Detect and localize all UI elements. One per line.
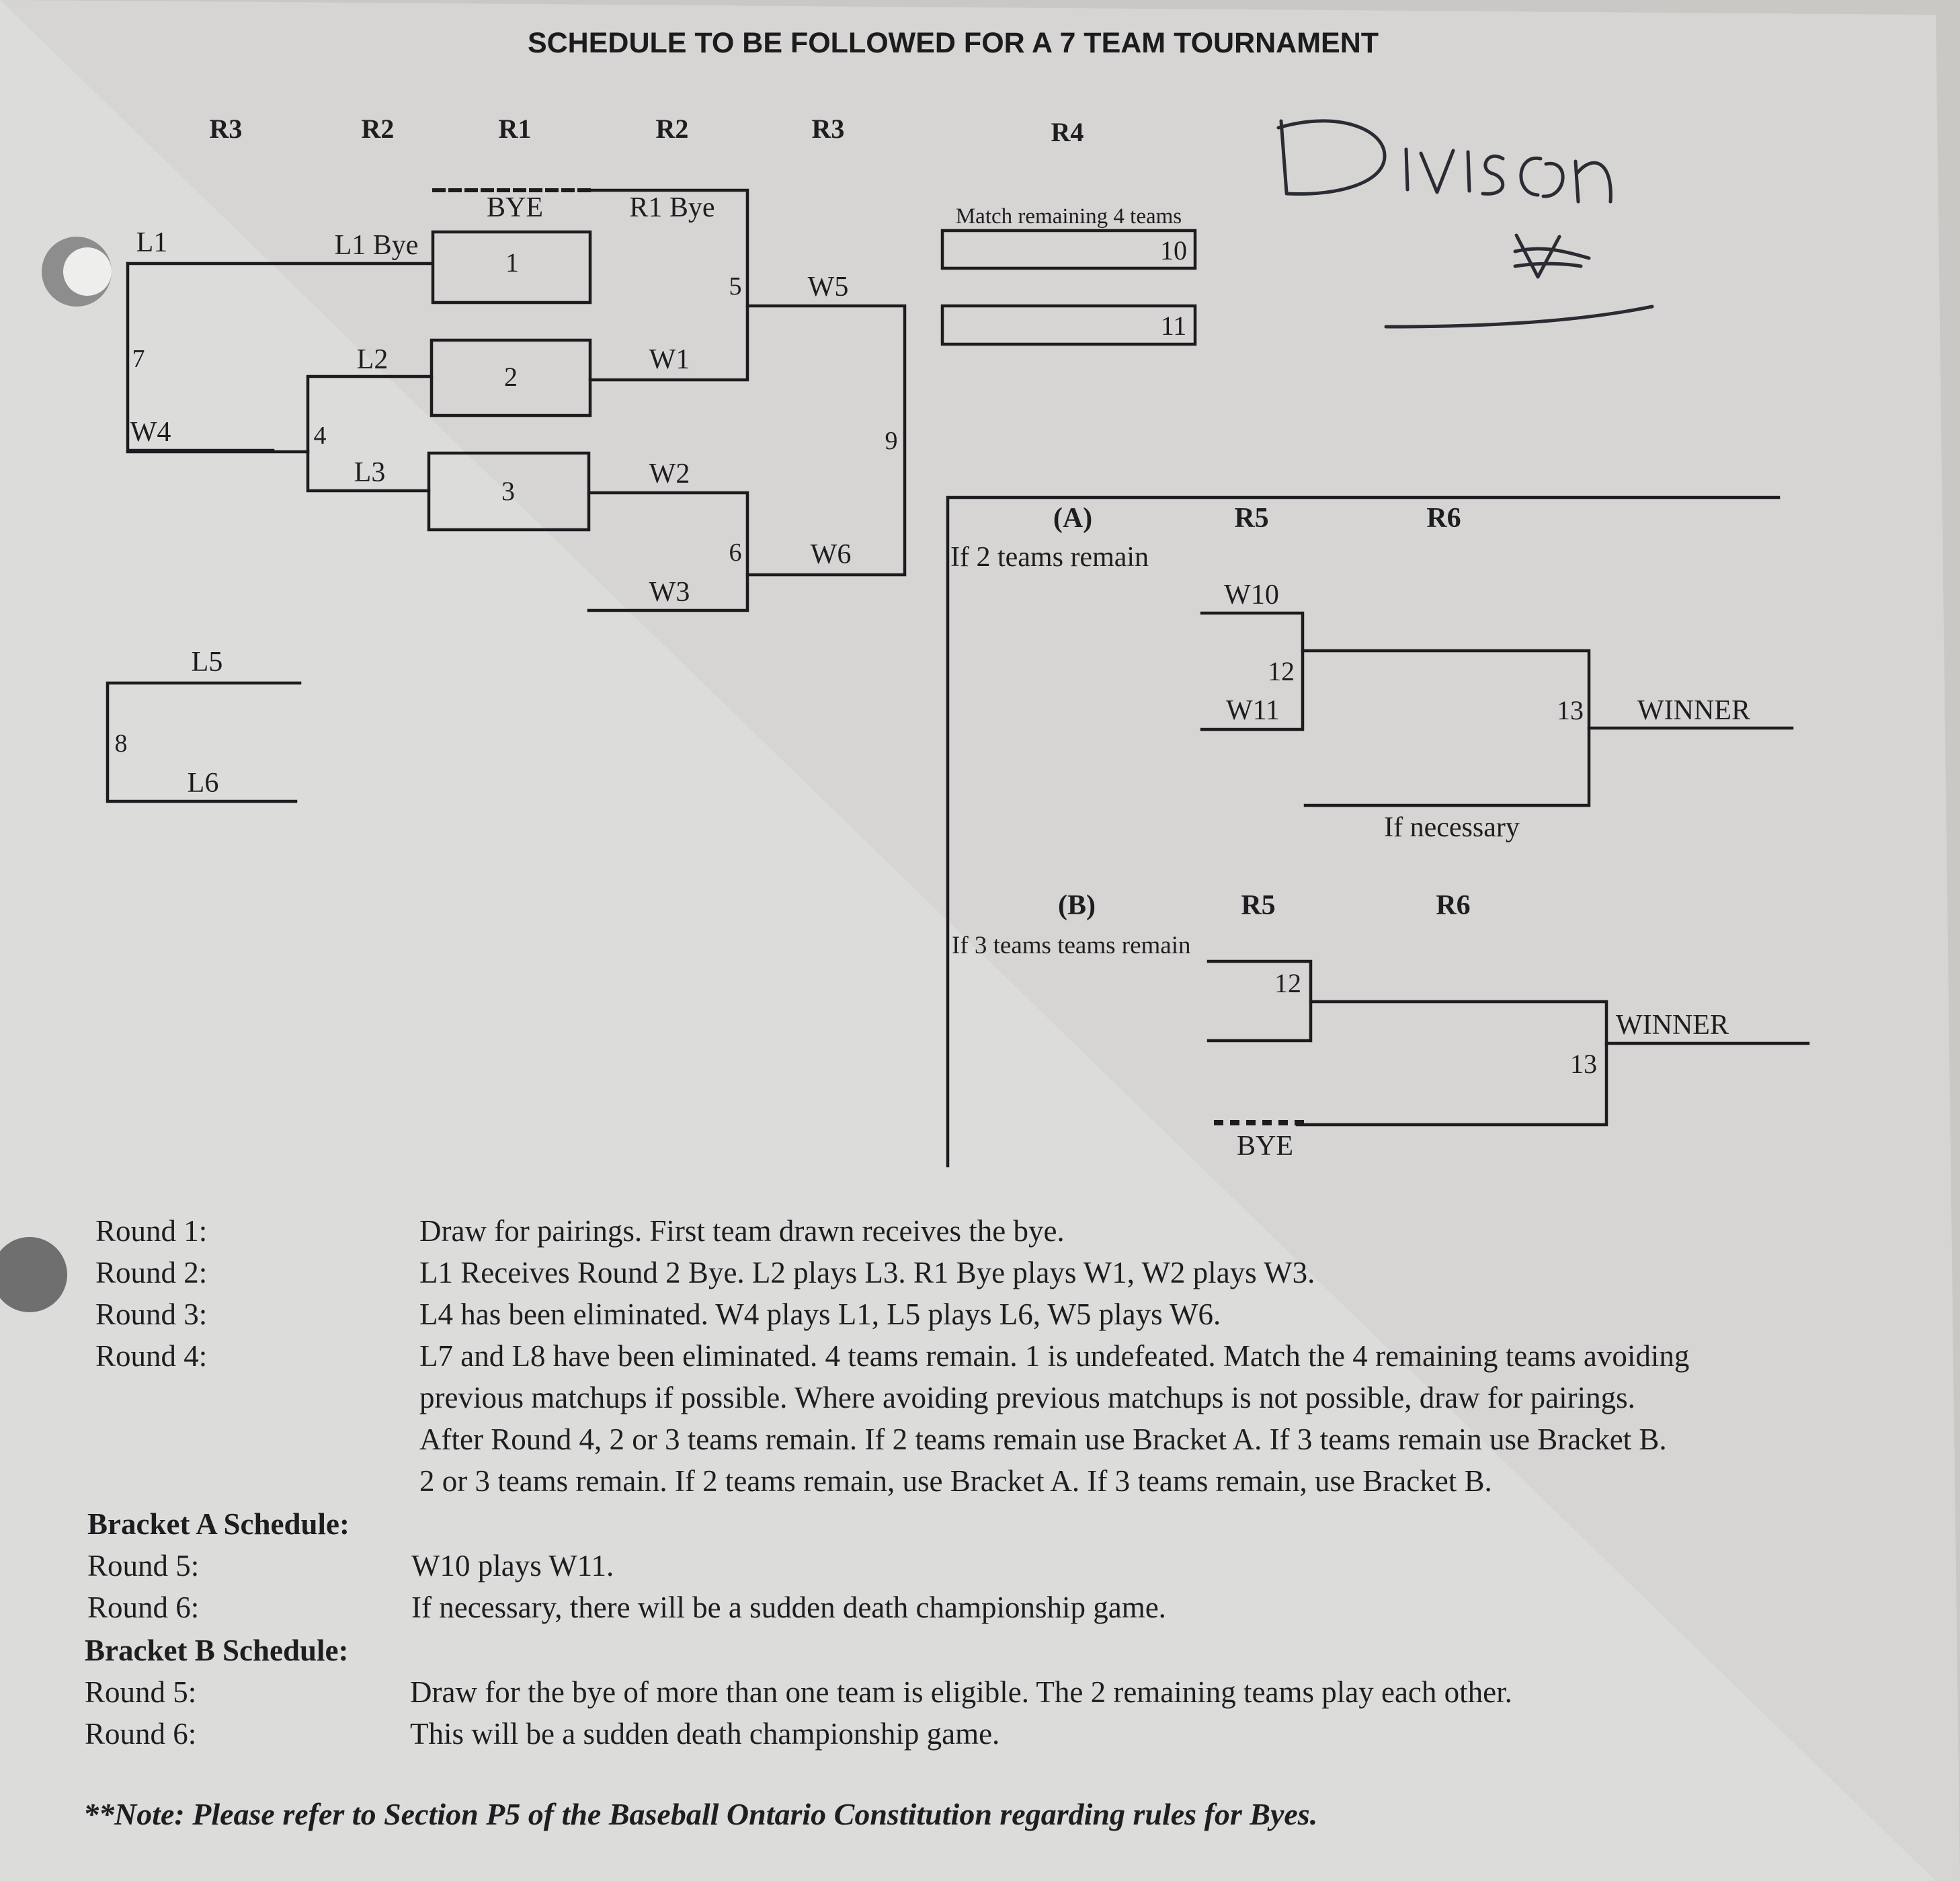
bracket-a-winner: WINNER [1637, 695, 1750, 726]
bracket-b-round-6: Round 6: This will be a sudden death cha… [85, 1713, 1832, 1755]
round-label: Round 4: [95, 1339, 208, 1373]
game-1-number: 1 [505, 247, 519, 278]
bracket-a-condition: If 2 teams remain [950, 542, 1149, 573]
round-header-right-r3: R3 [812, 114, 845, 144]
handwritten-division-icon [1276, 119, 1612, 204]
game-4-number: 4 [314, 422, 327, 450]
bracket-a-w10: W10 [1224, 579, 1279, 610]
round-label: Round 2: [95, 1256, 208, 1289]
handwritten-division-a [1276, 119, 1654, 329]
l5-label: L5 [192, 647, 223, 678]
schedule-row-round-4: Round 4: L7 and L8 have been eliminated.… [95, 1335, 1843, 1502]
game-10-number: 10 [1160, 235, 1187, 266]
round-text: Draw for the bye of more than one team i… [410, 1675, 1512, 1709]
schedule-row-round-1: Round 1: Draw for pairings. First team d… [95, 1210, 1843, 1252]
round-text: L7 and L8 have been eliminated. 4 teams … [419, 1335, 1689, 1502]
l6-label: L6 [188, 768, 219, 799]
round-text: L1 Receives Round 2 Bye. L2 plays L3. R1… [419, 1256, 1315, 1289]
game-2-number: 2 [504, 362, 518, 392]
w3-label: W3 [649, 577, 690, 608]
round-text: W10 plays W11. [411, 1549, 614, 1583]
bracket-b-schedule: Bracket B Schedule: Round 5: Draw for th… [85, 1630, 1832, 1755]
bracket-a-schedule-heading: Bracket A Schedule: [87, 1507, 350, 1541]
round-text-line: 2 or 3 teams remain. If 2 teams remain, … [419, 1464, 1492, 1498]
schedule-row-round-3: Round 3: L4 has been eliminated. W4 play… [95, 1293, 1843, 1335]
punch-hole-icon [0, 1237, 67, 1312]
w6-label: W6 [811, 539, 852, 570]
match-remaining-label: Match remaining 4 teams [956, 204, 1182, 229]
bracket-b-bye: BYE [1237, 1131, 1293, 1162]
bracket-lines [106, 188, 1810, 1168]
round-label: Round 5: [85, 1675, 197, 1709]
round-label: Round 6: [87, 1591, 200, 1624]
bracket-a-r5: R5 [1234, 503, 1268, 534]
round-label: Round 6: [85, 1717, 197, 1751]
schedule-row-round-2: Round 2: L1 Receives Round 2 Bye. L2 pla… [95, 1252, 1843, 1293]
bracket-b-condition: If 3 teams teams remain [952, 932, 1190, 959]
round-text-line: After Round 4, 2 or 3 teams remain. If 2… [419, 1423, 1667, 1456]
bye-label: BYE [487, 192, 543, 223]
handwritten-letter-a-icon [1513, 233, 1591, 279]
bracket-b-r6: R6 [1436, 890, 1470, 921]
bracket-a-w11: W11 [1226, 695, 1280, 726]
round-text: L4 has been eliminated. W4 plays L1, L5 … [419, 1297, 1221, 1331]
game-11-number: 11 [1161, 311, 1187, 341]
bracket-a-game-13: 13 [1557, 695, 1584, 725]
bracket-a-schedule: Bracket A Schedule: Round 5: W10 plays W… [87, 1503, 1835, 1628]
page-title: SCHEDULE TO BE FOLLOWED FOR A 7 TEAM TOU… [528, 27, 1379, 59]
bracket-a-if-necessary: If necessary [1384, 812, 1520, 843]
punch-hole-icon [63, 247, 112, 296]
round-header-left-r2: R2 [362, 114, 395, 144]
byes-note: **Note: Please refer to Section P5 of th… [83, 1797, 1318, 1831]
r1-bye-label: R1 Bye [629, 192, 714, 223]
round-label: Round 5: [87, 1549, 200, 1583]
round-header-right-r2: R2 [656, 114, 689, 144]
round-text-line: L7 and L8 have been eliminated. 4 teams … [419, 1339, 1690, 1373]
game-8-number: 8 [115, 729, 128, 758]
bracket-b-game-12: 12 [1274, 968, 1301, 998]
bracket-b-heading: (B) [1058, 890, 1096, 921]
w2-label: W2 [649, 458, 690, 489]
schedule-rounds: Round 1: Draw for pairings. First team d… [95, 1210, 1843, 1502]
round-label: Round 3: [95, 1297, 208, 1331]
bracket-a-game-12: 12 [1268, 656, 1295, 686]
round-text: If necessary, there will be a sudden dea… [411, 1591, 1166, 1624]
game-5-number: 5 [729, 272, 742, 301]
handwritten-underline [1384, 305, 1654, 329]
bracket-a-round-6: Round 6: If necessary, there will be a s… [87, 1587, 1835, 1628]
l3-label: L3 [354, 457, 386, 488]
round-header-r1: R1 [499, 114, 532, 144]
bracket-b-schedule-heading: Bracket B Schedule: [85, 1634, 349, 1667]
round-text: This will be a sudden death championship… [410, 1717, 1000, 1751]
bracket-b-r5: R5 [1241, 890, 1275, 921]
w5-label: W5 [808, 272, 849, 303]
round-label: Round 1: [95, 1214, 208, 1248]
w4-label: W4 [130, 417, 171, 448]
game-9-number: 9 [885, 427, 898, 455]
round-header-r4: R4 [1051, 117, 1084, 147]
bracket-b-round-5: Round 5: Draw for the bye of more than o… [85, 1671, 1832, 1713]
l2-label: L2 [357, 344, 389, 375]
game-7-number: 7 [132, 345, 145, 373]
bracket-a-r6: R6 [1426, 503, 1461, 534]
round-text: Draw for pairings. First team drawn rece… [419, 1214, 1065, 1248]
bracket-a-round-5: Round 5: W10 plays W11. [87, 1545, 1835, 1587]
l1-label: L1 [136, 227, 168, 258]
bracket-a-heading: (A) [1053, 503, 1092, 534]
game-3-number: 3 [501, 476, 515, 506]
bracket-b-game-13: 13 [1570, 1049, 1597, 1079]
w1-label: W1 [649, 344, 690, 375]
game-6-number: 6 [729, 538, 742, 567]
bracket-b-winner: WINNER [1616, 1010, 1729, 1041]
round-text-line: previous matchups if possible. Where avo… [419, 1381, 1635, 1414]
l1-bye-label: L1 Bye [335, 230, 419, 261]
round-header-left-r3: R3 [210, 114, 243, 144]
